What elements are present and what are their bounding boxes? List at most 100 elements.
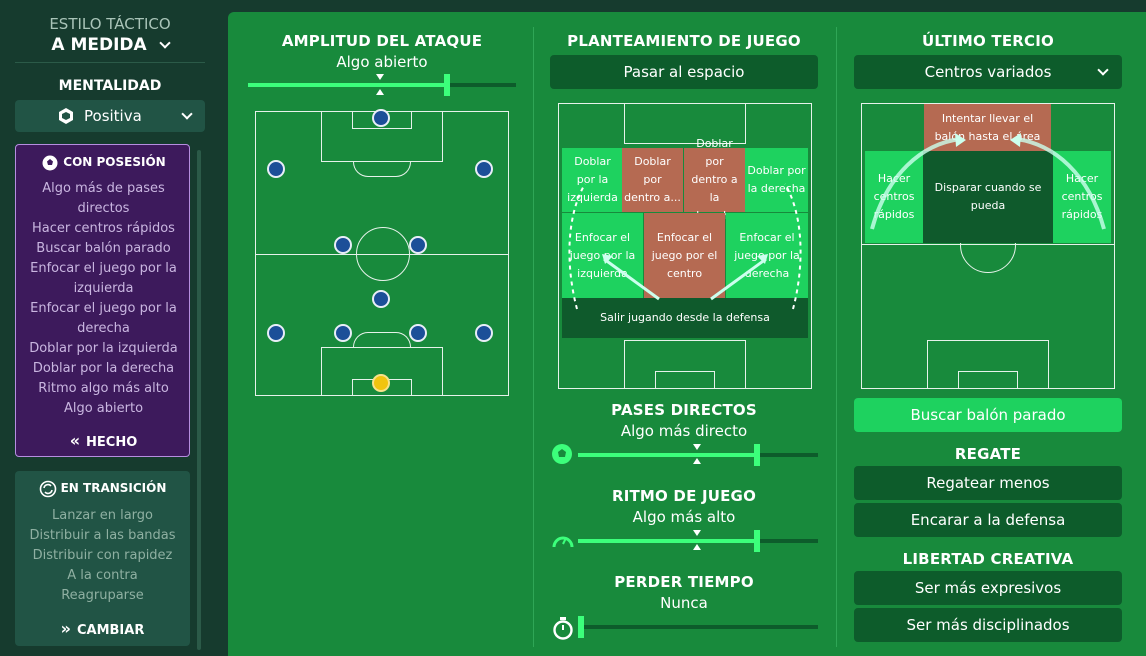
player-marker[interactable]: [409, 324, 427, 342]
tactic-style-dropdown[interactable]: A MEDIDA: [15, 35, 205, 55]
mentality-value: Positiva: [84, 107, 142, 125]
chevron-down-icon: [1097, 64, 1109, 76]
be-more-disciplined-button[interactable]: Ser más disciplinados: [854, 608, 1122, 642]
final-third-title: ÚLTIMO TERCIO: [922, 32, 1054, 50]
chevron-down-icon: [158, 37, 171, 49]
pass-into-space-button[interactable]: Pasar al espacio: [550, 55, 818, 89]
zone-early-crosses-right[interactable]: Hacer centros rápidos: [1053, 151, 1111, 243]
player-marker[interactable]: [372, 290, 390, 308]
change-button[interactable]: » CAMBIAR: [15, 619, 190, 638]
zone-early-crosses-left[interactable]: Hacer centros rápidos: [865, 151, 923, 243]
tactics-panel: AMPLITUD DEL ATAQUE Algo abierto PLANTEA…: [228, 12, 1146, 656]
player-marker[interactable]: [267, 324, 285, 342]
double-chevron-right-icon: »: [60, 619, 71, 638]
list-item: Hacer centros rápidos: [32, 221, 175, 236]
in-possession-list: Algo más de pases directos Hacer centros…: [24, 179, 183, 419]
zone-focus-right[interactable]: Enfocar el juego por la derecha: [726, 213, 808, 298]
passing-directness-value: Algo más directo: [620, 422, 748, 440]
tactic-style-label: ESTILO TÁCTICO: [49, 15, 171, 33]
zone-shoot-on-sight[interactable]: Disparar cuando se pueda: [923, 151, 1053, 243]
time-wasting-value: Nunca: [660, 594, 708, 612]
shield-icon: [59, 108, 73, 124]
divider: [836, 27, 837, 647]
done-label: HECHO: [86, 435, 138, 450]
list-item: Algo abierto: [63, 401, 144, 416]
zone-overlap-left[interactable]: Doblar por la izquierda: [562, 148, 623, 212]
zone-focus-left[interactable]: Enfocar el juego por la izquierda: [562, 213, 643, 298]
list-item: Enfocar el juego por la izquierda: [30, 261, 177, 296]
marker-icon: [693, 458, 701, 464]
list-item: A la contra: [67, 568, 138, 583]
tempo-title: RITMO DE JUEGO: [611, 487, 757, 505]
stopwatch-icon: [553, 617, 573, 640]
in-transition-title: EN TRANSICIÓN: [60, 481, 167, 495]
in-transition-panel: EN TRANSICIÓN Lanzar en largo Distribuir…: [15, 471, 190, 646]
list-item: Distribuir a las bandas: [29, 528, 176, 543]
ball-icon: [42, 155, 58, 170]
speedometer-icon: [552, 536, 574, 548]
dribbling-title: REGATE: [954, 445, 1022, 463]
list-item: Reagruparse: [61, 588, 144, 603]
passing-directness-title: PASES DIRECTOS: [611, 401, 757, 419]
look-for-set-pieces-button[interactable]: Buscar balón parado: [854, 398, 1122, 432]
sidebar: ESTILO TÁCTICO A MEDIDA MENTALIDAD Posit…: [0, 0, 220, 656]
in-possession-header: CON POSESIÓN: [16, 153, 191, 172]
slider-handle[interactable]: [754, 530, 760, 552]
divider: [533, 27, 534, 647]
marker-icon: [376, 74, 384, 80]
zone-underlap-left[interactable]: Doblar por dentro a...: [622, 148, 683, 212]
marker-icon: [693, 544, 701, 550]
creative-freedom-title: LIBERTAD CREATIVA: [902, 550, 1074, 568]
done-button[interactable]: « HECHO: [16, 431, 191, 450]
goalkeeper-marker[interactable]: [372, 374, 390, 392]
mentality-label: MENTALIDAD: [58, 78, 162, 94]
be-more-expressive-button[interactable]: Ser más expresivos: [854, 571, 1122, 605]
player-marker[interactable]: [372, 109, 390, 127]
in-possession-title: CON POSESIÓN: [63, 155, 166, 169]
player-marker[interactable]: [409, 236, 427, 254]
slider-handle[interactable]: [578, 616, 584, 638]
zone-work-into-box[interactable]: Intentar llevar el balón hasta el área: [924, 104, 1051, 151]
player-marker[interactable]: [475, 160, 493, 178]
marker-icon: [693, 530, 701, 536]
crossing-value: Centros variados: [924, 63, 1052, 81]
marker-icon: [376, 89, 384, 95]
list-item: Distribuir con rapidez: [32, 548, 173, 563]
final-third-pitch: Intentar llevar el balón hasta el área H…: [861, 103, 1115, 389]
list-item: Buscar balón parado: [36, 241, 171, 256]
marker-icon: [693, 444, 701, 450]
tactic-style-value: A MEDIDA: [51, 35, 147, 55]
approach-play-title: PLANTEAMIENTO DE JUEGO: [567, 32, 801, 50]
zone-overlap-right[interactable]: Doblar por la derecha: [745, 148, 808, 212]
dribble-less-button[interactable]: Regatear menos: [854, 466, 1122, 500]
player-marker[interactable]: [334, 324, 352, 342]
slider-fill: [578, 539, 758, 543]
slider-fill: [578, 453, 758, 457]
attacking-width-title: AMPLITUD DEL ATAQUE: [281, 32, 483, 50]
transition-icon: [39, 480, 56, 497]
divider: [15, 62, 205, 63]
slider-handle[interactable]: [444, 74, 450, 96]
list-item: Doblar por la izquierda: [29, 341, 178, 356]
zone-underlap-right[interactable]: Doblar por dentro a la derecha: [684, 137, 745, 222]
ball-icon: [552, 444, 572, 464]
time-wasting-title: PERDER TIEMPO: [614, 573, 754, 591]
approach-play-pitch: Doblar por la izquierda Doblar por dentr…: [558, 103, 812, 389]
crossing-dropdown[interactable]: Centros variados: [854, 55, 1122, 89]
double-chevron-left-icon: «: [69, 431, 81, 450]
player-marker[interactable]: [475, 324, 493, 342]
player-marker[interactable]: [267, 160, 285, 178]
chevron-down-icon: [181, 108, 193, 120]
formation-pitch: [255, 109, 509, 396]
list-item: Lanzar en largo: [52, 508, 153, 523]
zone-build-up[interactable]: Salir jugando desde la defensa: [562, 298, 808, 338]
zone-focus-center[interactable]: Enfocar el juego por el centro: [644, 213, 725, 298]
slider-handle[interactable]: [754, 444, 760, 466]
change-label: CAMBIAR: [76, 623, 145, 638]
player-marker[interactable]: [334, 236, 352, 254]
run-at-defence-button[interactable]: Encarar a la defensa: [854, 503, 1122, 537]
slider-fill: [248, 83, 448, 87]
sidebar-scrollbar[interactable]: [197, 150, 201, 650]
mentality-dropdown[interactable]: Positiva: [15, 100, 205, 132]
list-item: Enfocar el juego por la derecha: [30, 301, 177, 336]
